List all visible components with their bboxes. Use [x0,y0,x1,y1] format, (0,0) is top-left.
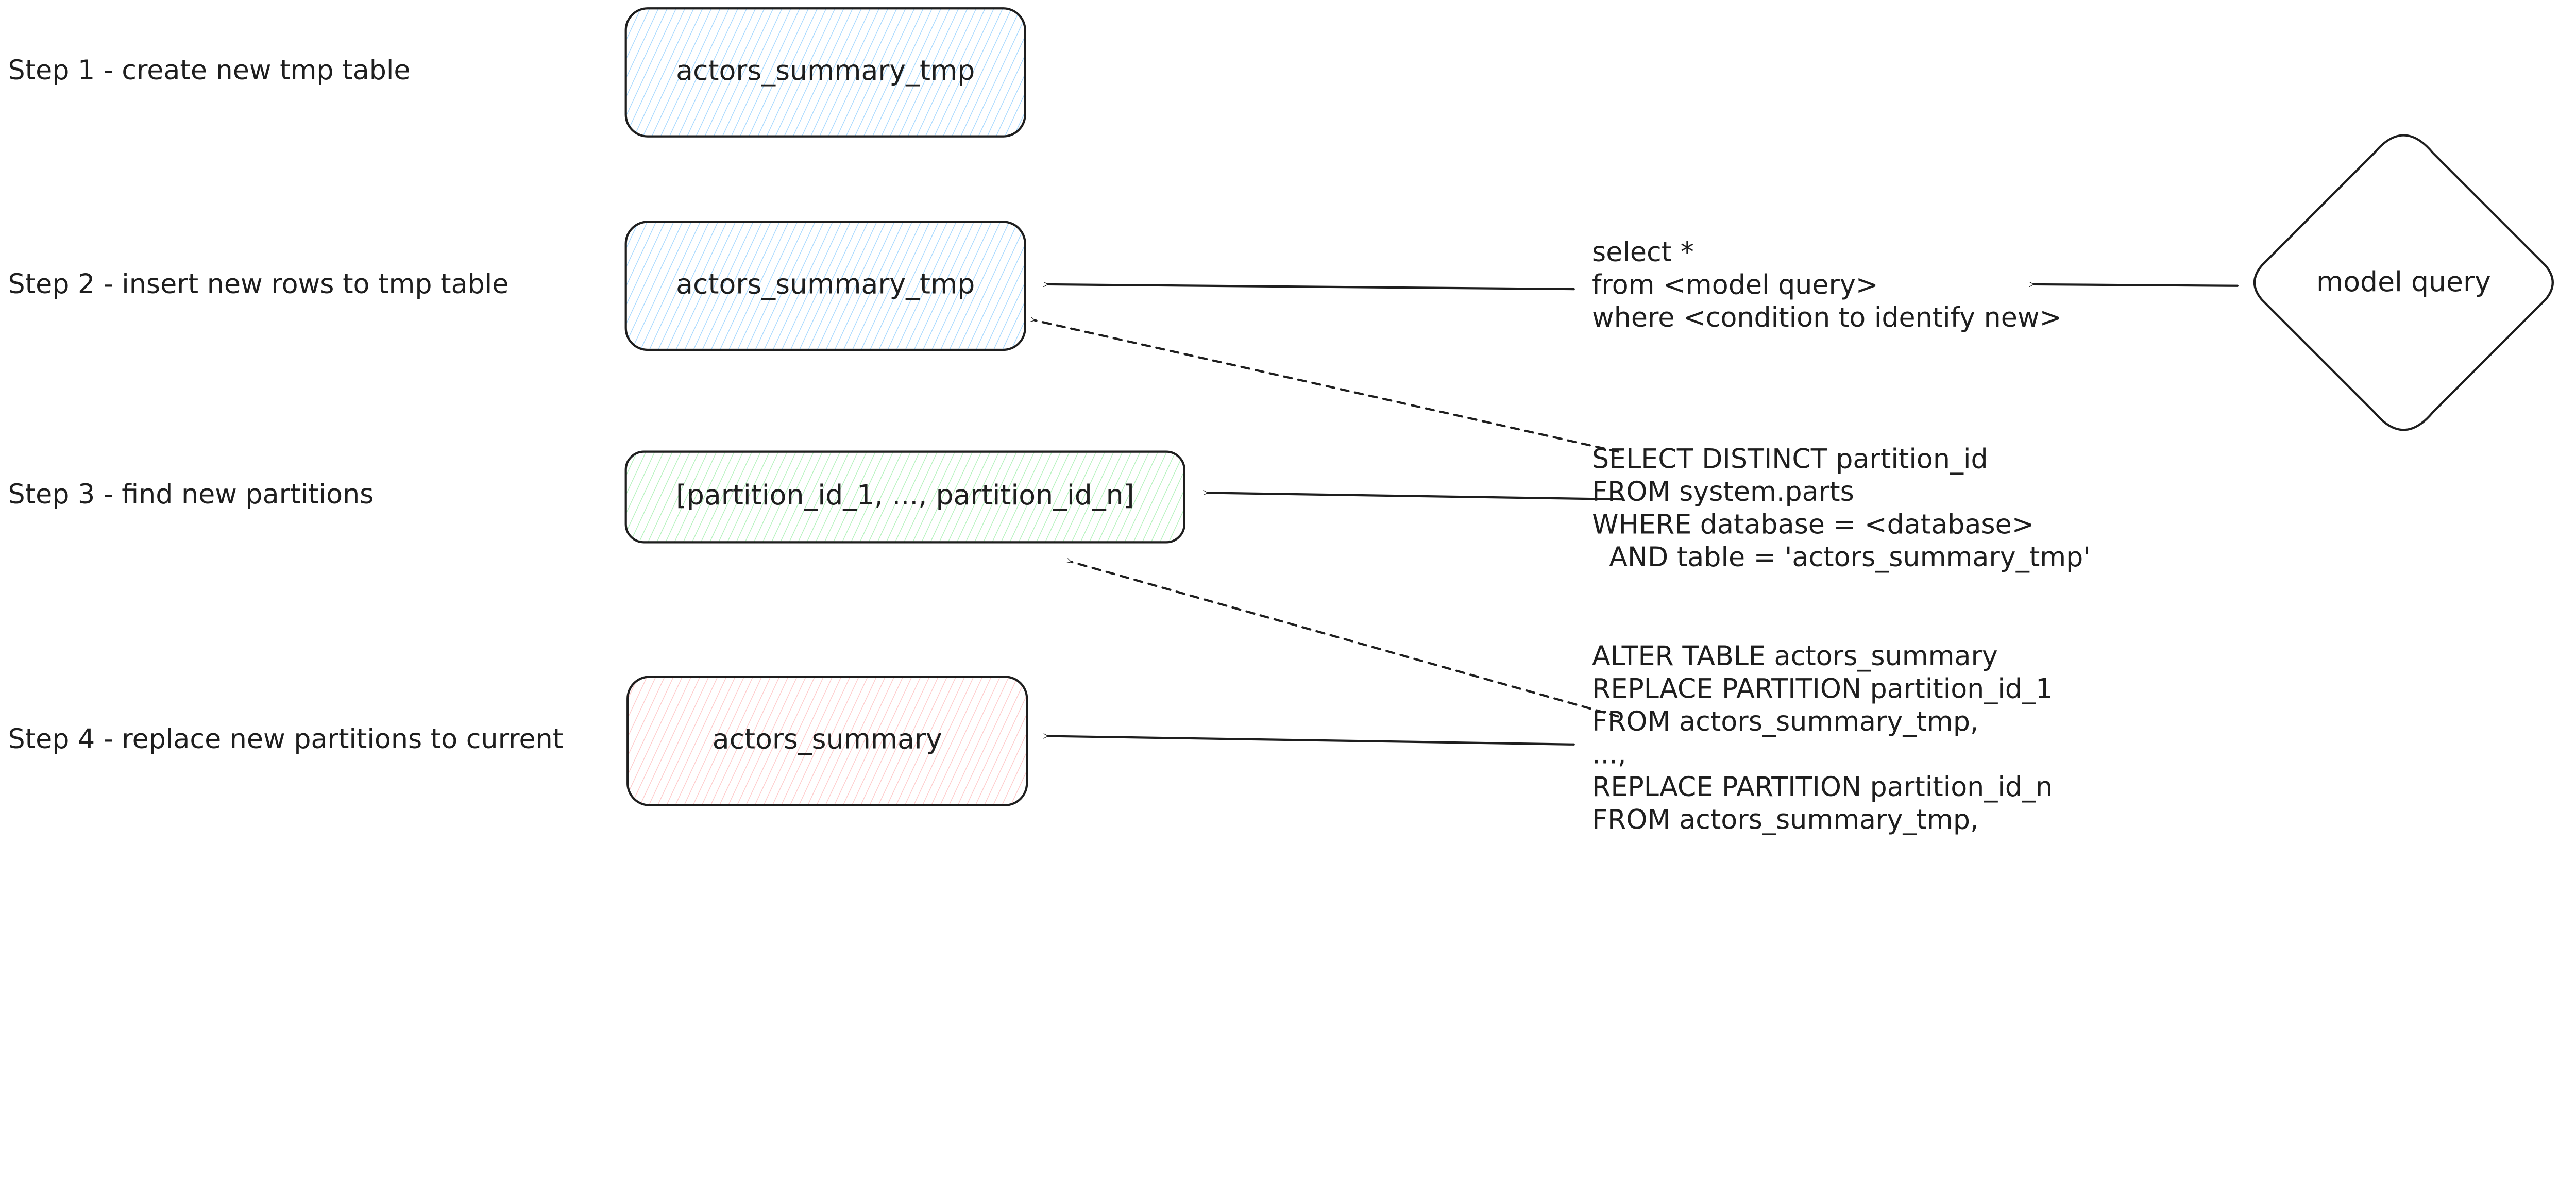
query-line: SELECT DISTINCT partition_id [1592,444,1988,475]
partitions-label: [partition_id_1, ..., partition_id_n] [676,479,1134,511]
dashed-arrow-replace-query-to-partitions [1071,562,1619,718]
tmp-table-node-step1[interactable]: actors_summary_tmp [624,7,1026,138]
query-line: where <condition to identify new> [1592,302,2062,333]
query-line: FROM actors_summary_tmp, [1592,805,1979,836]
query-line: ..., [1592,739,1626,770]
tmp-table-node-step2[interactable]: actors_summary_tmp [624,221,1026,351]
partitions-query-text: SELECT DISTINCT partition_id FROM system… [1592,444,2091,573]
partitions-box [624,450,1185,544]
current-table-node[interactable]: actors_summary [626,676,1028,806]
replace-query-text: ALTER TABLE actors_summary REPLACE PARTI… [1592,641,2053,836]
step-1-label: Step 1 - create new tmp table [8,55,411,86]
insert-query-text: select * from <model query> where <condi… [1592,237,2062,333]
step-3-label: Step 3 - find new partitions [8,479,374,510]
query-line: WHERE database = <database> [1592,509,2034,540]
arrow-insert-to-tmp-table [1048,284,1575,291]
arrow-model-to-insert-query [2034,284,2239,286]
query-line: select * [1592,237,1694,268]
pipeline-diagram: Step 1 - create new tmp table Step 2 - i… [8,7,2554,836]
partitions-node[interactable]: [partition_id_1, ..., partition_id_n] [624,450,1185,544]
query-line: ALTER TABLE actors_summary [1592,641,1998,672]
dashed-arrow-partitions-query-to-tmp-table [1035,320,1619,453]
model-query-label: model query [2316,265,2491,298]
tmp-table-label: actors_summary_tmp [676,267,975,300]
query-line: FROM system.parts [1592,477,1854,508]
query-line: FROM actors_summary_tmp, [1592,706,1979,737]
arrow-replace-to-current-table [1048,736,1575,746]
step-4-label: Step 4 - replace new partitions to curre… [8,724,564,755]
tmp-table-box [624,221,1026,351]
step-2-label: Step 2 - insert new rows to tmp table [8,269,509,300]
query-line: AND table = 'actors_summary_tmp' [1592,542,2091,573]
arrow-query-to-partitions [1208,493,1624,501]
query-line: from <model query> [1592,269,1878,300]
query-line: REPLACE PARTITION partition_id_1 [1592,673,2053,704]
model-query-diamond [2253,134,2554,431]
tmp-table-box [624,7,1026,138]
current-table-box [626,676,1028,806]
model-query-node[interactable]: model query [2253,134,2554,431]
query-line: REPLACE PARTITION partition_id_n [1592,772,2053,803]
current-table-label: actors_summary [713,722,942,755]
tmp-table-label: actors_summary_tmp [676,54,975,87]
